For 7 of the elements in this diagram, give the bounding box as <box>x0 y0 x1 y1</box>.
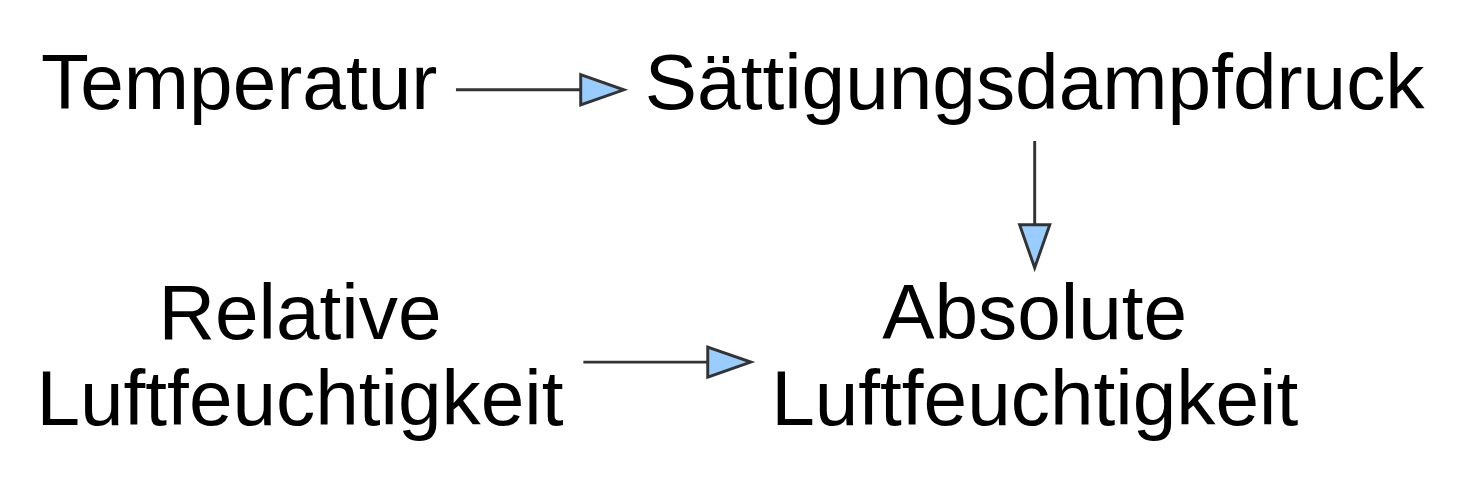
node-text: Sättigungsdampfdruck <box>644 38 1425 127</box>
arrow <box>455 72 629 107</box>
node-text: Absolute Luftfeuchtigkeit <box>771 267 1299 442</box>
arrow <box>1017 140 1052 273</box>
node-text: Temperatur <box>41 38 438 127</box>
node-text: Relative Luftfeuchtigkeit <box>36 267 564 442</box>
arrow <box>583 344 756 380</box>
